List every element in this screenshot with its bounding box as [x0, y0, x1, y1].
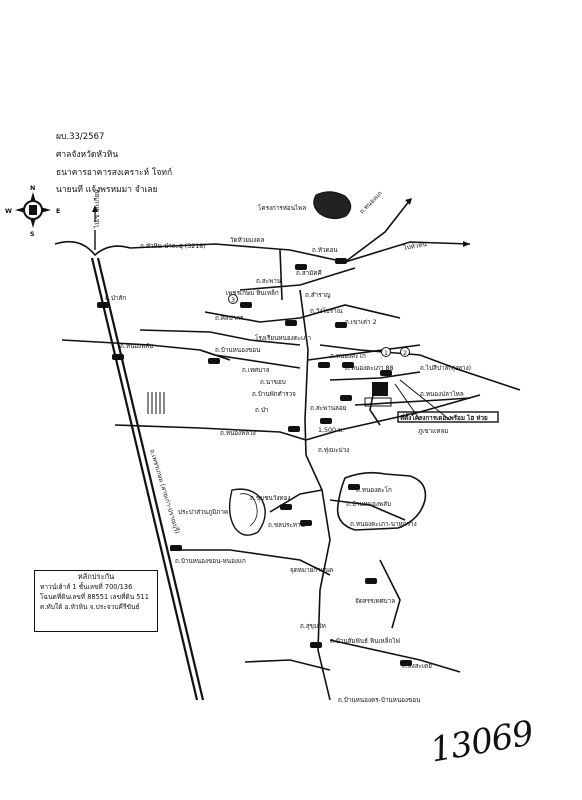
- compass-rose-icon: [15, 192, 51, 228]
- label-farm: ประปาส่วนภูมิภาค: [178, 508, 228, 516]
- collateral-line-1: ทาวน์เฮ้าส์ 1 ชั้นเลขที่ 700/136: [40, 583, 133, 591]
- collateral-line-3: ต.ทับใต้ อ.หัวหิน จ.ประจวบคีรีขันธ์: [40, 603, 140, 611]
- label-road-v: ถ.บ้านสัมพันธ์ หินเหล็กไฟ: [330, 636, 400, 645]
- label-ma: ถ.หนองตะเภา 88: [345, 365, 393, 372]
- label-palace: โครงการห่อนไพล: [258, 204, 306, 212]
- label-road-r: ถ.บ้านหนองขอน-หนองแก: [175, 557, 246, 565]
- label-road-d: ถ.สำราญ: [305, 292, 330, 299]
- label-sw: ถ.หนองหลวง: [220, 430, 256, 437]
- label-to-right: ถ.ไปสีปาล(ทุ่งทาง): [420, 364, 471, 372]
- label-road-t: ถ.สุขุมวิท: [300, 622, 326, 630]
- target-name: ที่ตั้งโครงการเดอะพร้อม ไฮ ห่วย: [400, 412, 488, 422]
- label-road-k: ถ.นาขอบ: [260, 379, 286, 386]
- label-kao-takiab: ไปเขาตะเกียบ: [93, 190, 101, 229]
- court-name: ศาลจังหวัดหัวหิน: [56, 150, 119, 160]
- label-road-p: ถ.หนองตะเภา-นาหูกวาง: [350, 521, 417, 528]
- label-scale: 1,500 ม.: [318, 427, 344, 434]
- label-road-s: จุดหมายกำหนด: [290, 567, 333, 574]
- label-road-c: ถ.สามัคคี: [296, 269, 322, 277]
- label-wang: ถ.วังโบราณ: [310, 307, 343, 315]
- compass-w: W: [5, 208, 12, 215]
- marker-3: [228, 294, 238, 304]
- label-road-x: ถ.บ้านหนองคร-บ้านหนองขอน: [338, 696, 421, 704]
- marker-2: [400, 347, 410, 357]
- label-road-b: ถ.สะพาน: [256, 278, 282, 285]
- label-temple: วัดห้วยมงคล: [230, 236, 264, 244]
- reservoir-area: [228, 488, 266, 536]
- marker-1: [381, 347, 391, 357]
- label-road-o: ถ.ชุมชนวังทอง: [250, 495, 290, 502]
- main-highway: [54, 212, 205, 701]
- arrow-icons: [92, 198, 470, 247]
- field-plots: [147, 392, 165, 414]
- compass-e: E: [56, 208, 60, 215]
- label-pp: ถ.ป่า: [255, 407, 268, 414]
- label-hinlek: เพชรเกษม หินเหล็ก: [226, 288, 279, 297]
- label-river: ถ.หนองปลาไหล: [420, 390, 464, 398]
- label-road-a: ถ.หัวดอน: [312, 247, 338, 254]
- palace-icon: [313, 191, 352, 220]
- label-road-q: ถ.ชลประทาน: [268, 522, 305, 529]
- label-school: โรงเรียนหนองตะเภา: [255, 334, 311, 342]
- label-hill: ถ.หนองตะโก: [356, 486, 392, 494]
- plaintiff: ธนาคารอาคารสงเคราะห์ โจทก์: [56, 168, 173, 178]
- label-road-i: ถ.หนองพลับ: [120, 343, 153, 350]
- label-road-u: จัดสรรเทศบาล: [355, 598, 395, 605]
- hill-area: [336, 471, 427, 531]
- label-road-f: ถ.ศิลปากร: [215, 314, 244, 322]
- collateral-line-2: โฉนดที่ดินเลขที่ 88551 เลขที่ดิน 511: [40, 593, 149, 601]
- collateral-box: หลักประกัน ทาวน์เฮ้าส์ 1 ชั้นเลขที่ 700/…: [34, 570, 158, 632]
- compass-s: S: [30, 231, 35, 238]
- case-number: ผบ.33/2567: [56, 132, 105, 142]
- label-road-g: ถ.บ้านหนองขอน: [215, 346, 261, 354]
- svg-text:1: 1: [384, 350, 388, 357]
- svg-text:3: 3: [231, 297, 235, 304]
- label-road-m: ถ.บ้านพักตำรวจ: [252, 390, 296, 398]
- label-road-w: ถ.ลิ่งสะเดย์: [402, 661, 432, 670]
- label-road-n: ถ.บ้านหนองพลับ: [346, 500, 391, 508]
- svg-text:2: 2: [403, 350, 407, 357]
- road-network: [61, 199, 521, 701]
- label-road-j: ถ.เทศบาล: [242, 367, 270, 374]
- label-road-h: ถ.ป่าสัก: [105, 295, 126, 302]
- compass-n: N: [30, 185, 35, 192]
- collateral-title: หลักประกัน: [77, 572, 115, 581]
- label-bridge: ถ.สะพานลอย: [310, 405, 347, 412]
- target-label-box: [397, 411, 499, 423]
- defendant: นายนที แจ้งพรหมมา จำเลย: [56, 185, 158, 195]
- label-lake: ถ.ทุ่งมะม่วง: [318, 447, 349, 454]
- target-building-icon: [364, 379, 451, 421]
- car-icons: [97, 258, 412, 666]
- label-nong-kae: ถ.หนองแก: [358, 190, 384, 216]
- label-road-l: ถ.หนองตะโก: [330, 352, 366, 360]
- target-sub: ภูเขาแหลม: [418, 428, 448, 435]
- label-road-e: ถ.เขาเต่า 2: [345, 319, 377, 326]
- label-3218: ถ.หัวหิน-ป่าละอุ (3218): [140, 242, 206, 250]
